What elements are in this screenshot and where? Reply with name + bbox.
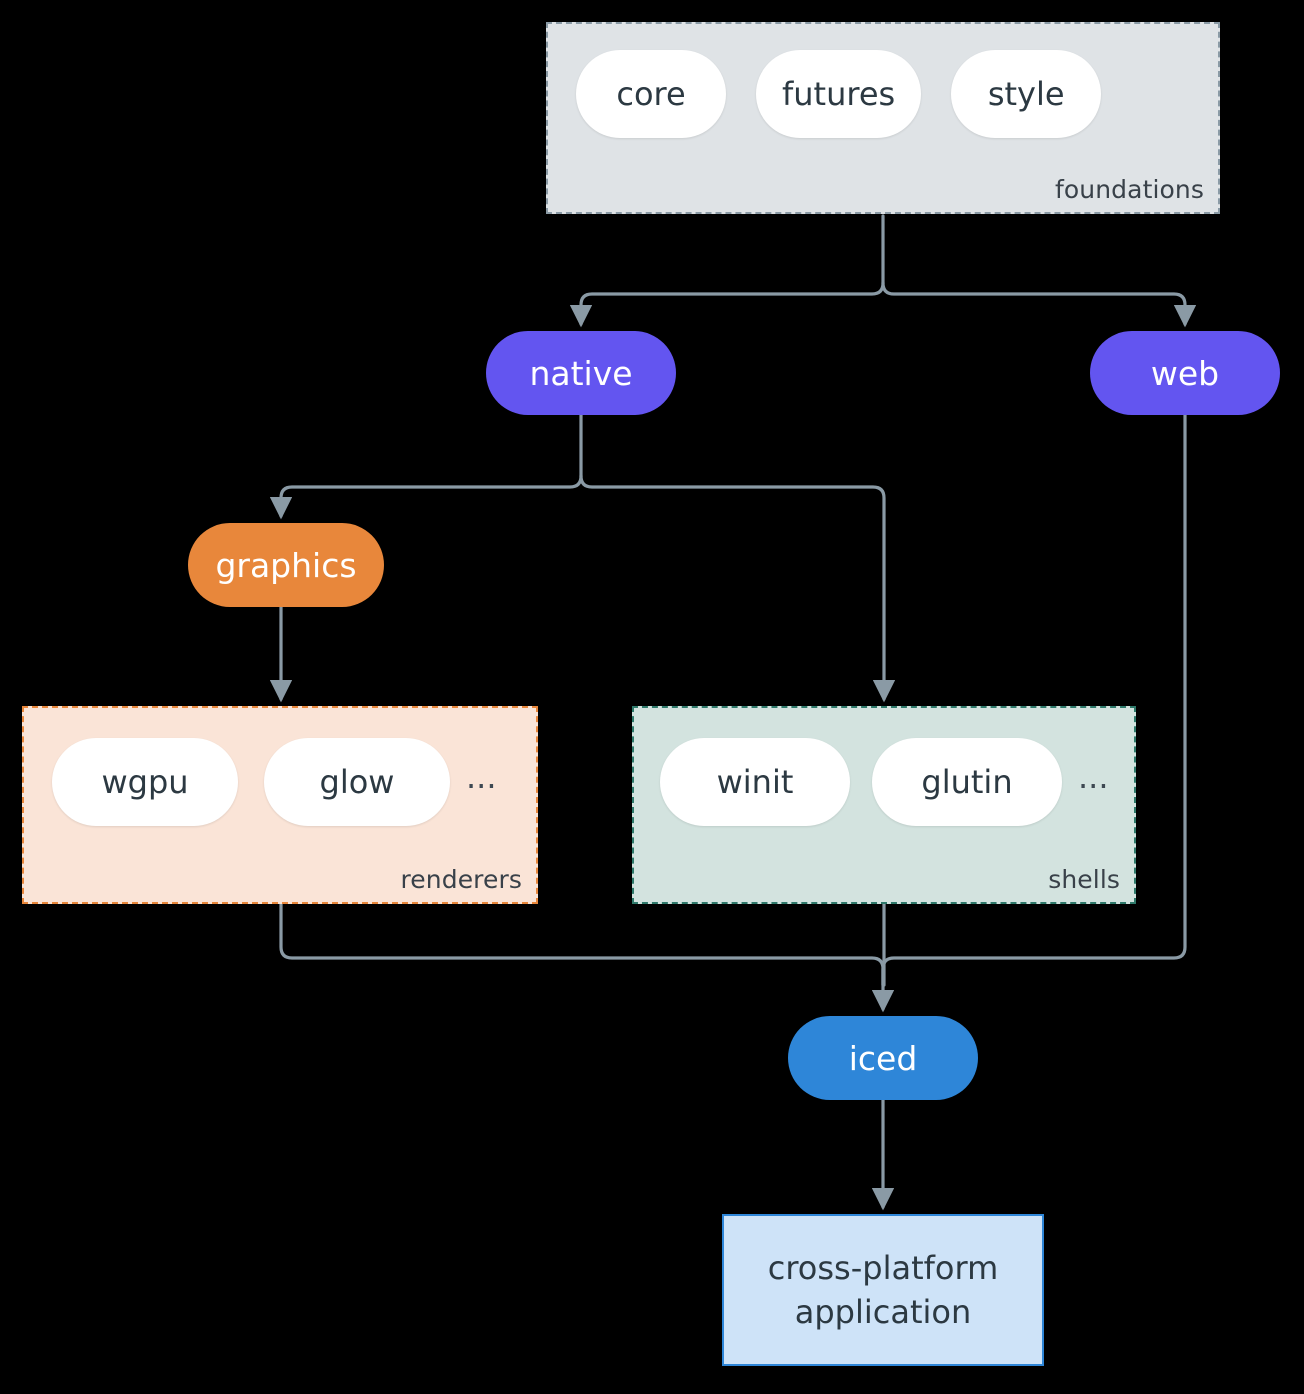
cluster-foundations-items: core futures style bbox=[576, 50, 1102, 138]
cluster-shells-label: shells bbox=[1048, 865, 1120, 894]
edge-native-graphics bbox=[269, 474, 583, 520]
node-web[interactable]: web bbox=[1090, 331, 1280, 415]
edge-foundations-native bbox=[569, 281, 885, 328]
node-cross-platform-application[interactable]: cross-platform application bbox=[722, 1214, 1044, 1366]
renderers-overflow-ellipsis: ... bbox=[466, 758, 497, 796]
node-core[interactable]: core bbox=[576, 50, 726, 138]
application-line-2: application bbox=[794, 1293, 972, 1331]
cluster-foundations: core futures style foundations bbox=[546, 22, 1220, 214]
edge-foundations-web bbox=[881, 281, 1197, 328]
node-native[interactable]: native bbox=[486, 331, 676, 415]
node-glow[interactable]: glow bbox=[264, 738, 450, 826]
cluster-renderers-label: renderers bbox=[400, 865, 522, 894]
node-iced[interactable]: iced bbox=[788, 1016, 978, 1100]
cluster-renderers-items: wgpu glow ... bbox=[52, 738, 497, 826]
node-style[interactable]: style bbox=[951, 50, 1102, 138]
cluster-shells: winit glutin ... shells bbox=[632, 706, 1136, 904]
shells-overflow-ellipsis: ... bbox=[1078, 758, 1109, 796]
application-line-1: cross-platform bbox=[767, 1248, 999, 1287]
node-wgpu[interactable]: wgpu bbox=[52, 738, 238, 826]
node-glutin[interactable]: glutin bbox=[872, 738, 1062, 826]
node-graphics[interactable]: graphics bbox=[188, 523, 384, 607]
edge-renderers-iced bbox=[279, 902, 885, 987]
cluster-shells-items: winit glutin ... bbox=[660, 738, 1109, 826]
node-futures[interactable]: futures bbox=[756, 50, 922, 138]
edge-native-shells bbox=[579, 474, 896, 703]
cluster-foundations-label: foundations bbox=[1055, 175, 1204, 204]
node-winit[interactable]: winit bbox=[660, 738, 850, 826]
cluster-renderers: wgpu glow ... renderers bbox=[22, 706, 538, 904]
